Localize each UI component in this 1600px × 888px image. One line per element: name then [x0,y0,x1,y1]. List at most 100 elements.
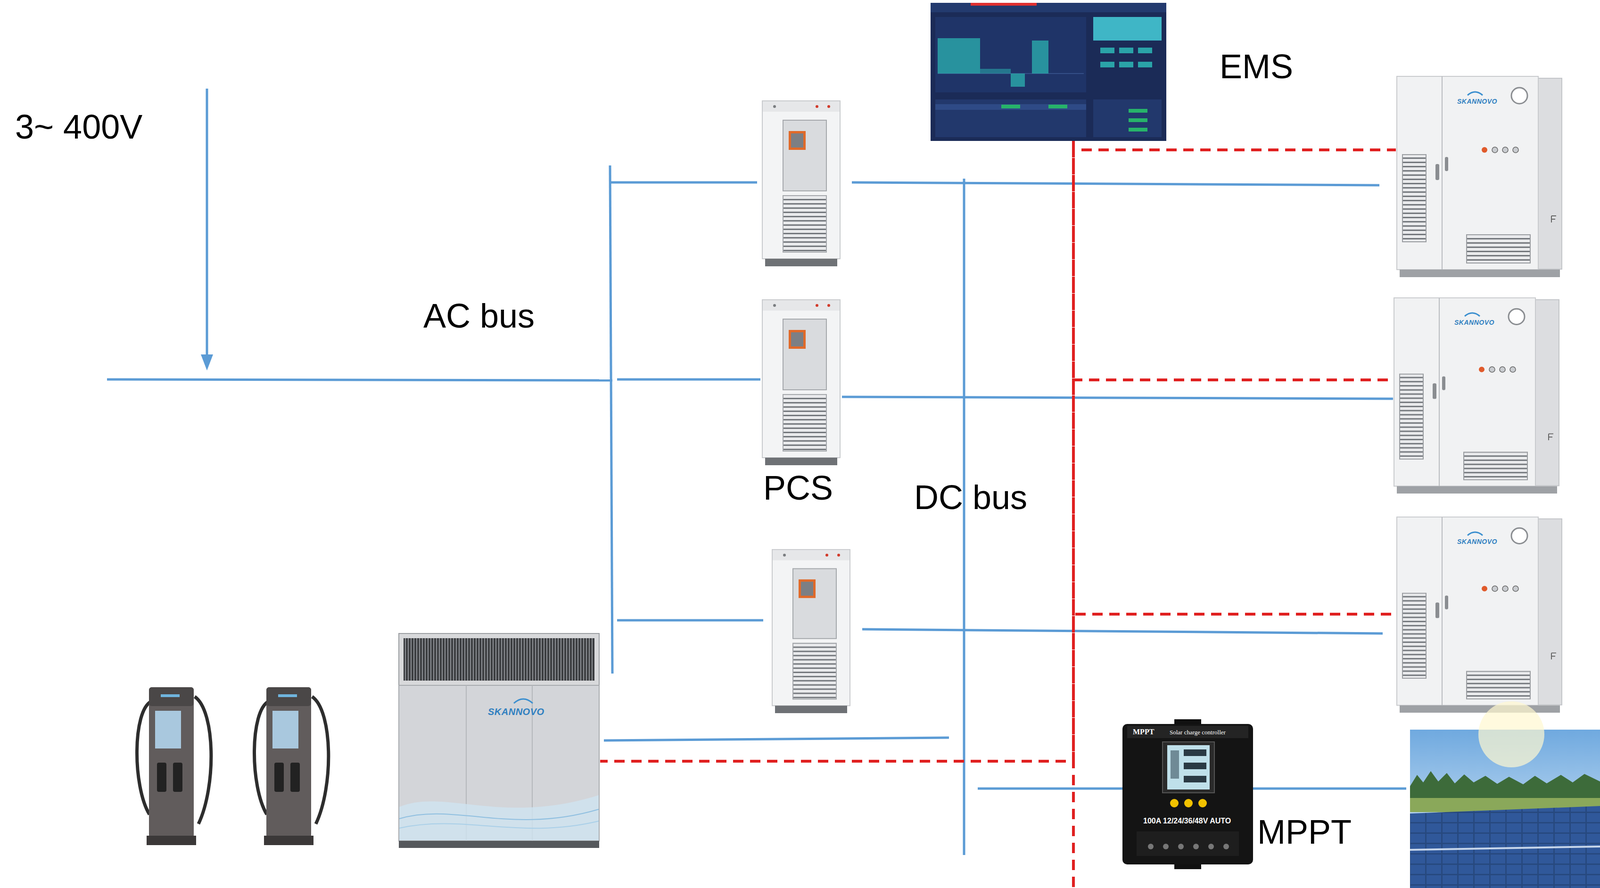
art-rect [1183,749,1207,757]
ac-wire [617,619,764,622]
dc-wire [841,396,1394,399]
art-polygon [1410,806,1600,888]
ac-wire [610,181,758,184]
comm-line [1073,140,1396,150]
art-rect [1127,725,1249,739]
device-label: EMS [1219,49,1294,84]
comm-trunk [1072,113,1075,888]
mppt-controller-art [1122,719,1254,870]
art-rect [1093,16,1162,41]
art-rect [1048,104,1068,109]
bus-label: DC bus [914,480,1028,515]
ev-charger [254,687,329,846]
art-path [1031,40,1049,74]
dc-wire [851,182,1380,186]
art-circle [1208,843,1214,850]
art-rect [935,104,1087,110]
battery-cabinet: SKANNOVO [1395,515,1565,715]
art-path [399,795,599,841]
battery-cabinet [1393,297,1559,494]
art-rect [1122,724,1254,865]
art-rect [1138,61,1153,68]
art-path [1010,73,1025,87]
charging-cabinet-art [398,633,600,849]
ac-bus-wire [107,379,613,381]
art-circle [1198,799,1207,808]
dc-wire [977,787,1123,791]
battery-cabinet [1396,517,1562,713]
battery-cabinet [1396,76,1562,278]
art-circle [1147,843,1154,850]
art-rect [930,2,1167,141]
art-path [399,821,599,829]
dc-wire [862,629,1383,634]
art-rect [398,633,600,686]
art-rect [1093,99,1162,138]
brand-logo: SKANNOVO [1457,538,1498,545]
pv-wire [1253,787,1407,791]
device-label: MPPT [1257,815,1352,850]
solar-panel-art [1410,701,1600,888]
brand-logo: SKANNOVO [1457,98,1498,105]
art-rect [1119,61,1134,68]
art-rect [1138,47,1153,54]
comm-line [1073,140,1396,615]
charging-cabinet: SKANNOVO [397,632,601,850]
device-marking: MPPT [1132,728,1155,736]
dc-bus-wire [963,178,966,856]
brand-logo: SKANNOVO [1454,319,1495,326]
art-path [980,68,1011,74]
art-rect [1136,831,1239,857]
device-label: PCS [763,470,833,505]
ev-charger [136,687,211,846]
device-marking: Solar charge controller [1169,729,1226,736]
art-rect [1119,47,1134,54]
comm-line [1073,140,1394,380]
art-rect [398,685,600,842]
pcs-cabinet [762,100,841,267]
device-marking: 100A 12/24/36/48V AUTO [1143,817,1231,825]
ac-wire [617,378,761,381]
art-path [1410,771,1600,801]
art-rect [1001,104,1021,109]
art-circle [1170,799,1179,808]
ems-screen-art [930,2,1167,141]
art-rect [1170,750,1180,779]
bus-label: AC bus [423,298,535,333]
art-circle [1162,843,1169,850]
art-rect [1128,127,1148,132]
ems-screen: EMS [930,2,1167,141]
grid-feed-wire [206,88,209,359]
comm-line [600,140,1074,762]
arrow-head [200,354,214,371]
art-rect [403,638,595,681]
art-rect [970,2,1037,6]
art-rect [1128,118,1148,123]
art-rect [1100,47,1115,54]
art-rect [1183,775,1207,783]
art-path [937,38,981,74]
art-rect [935,99,1087,138]
art-path [513,699,533,704]
art-rect [930,2,1167,13]
art-circle [1478,701,1545,768]
supply-label: 3~ 400V [15,109,143,144]
art-circle [1223,843,1229,850]
art-line [1410,846,1600,850]
art-rect [398,841,600,849]
art-rect [935,16,1087,93]
art-rect [1100,61,1115,68]
art-rect [1128,108,1148,113]
battery-cabinet: SKANNOVO [1393,296,1562,495]
pcs-cabinet [762,299,841,466]
art-rect [1183,762,1207,770]
pcs-cabinet: PCS [760,297,842,467]
art-circle [1178,843,1184,850]
art-rect [1162,742,1215,793]
brand-logo: SKANNOVO [487,707,545,717]
ac-bus-wire [610,165,613,674]
pcs-cabinet [772,549,850,714]
